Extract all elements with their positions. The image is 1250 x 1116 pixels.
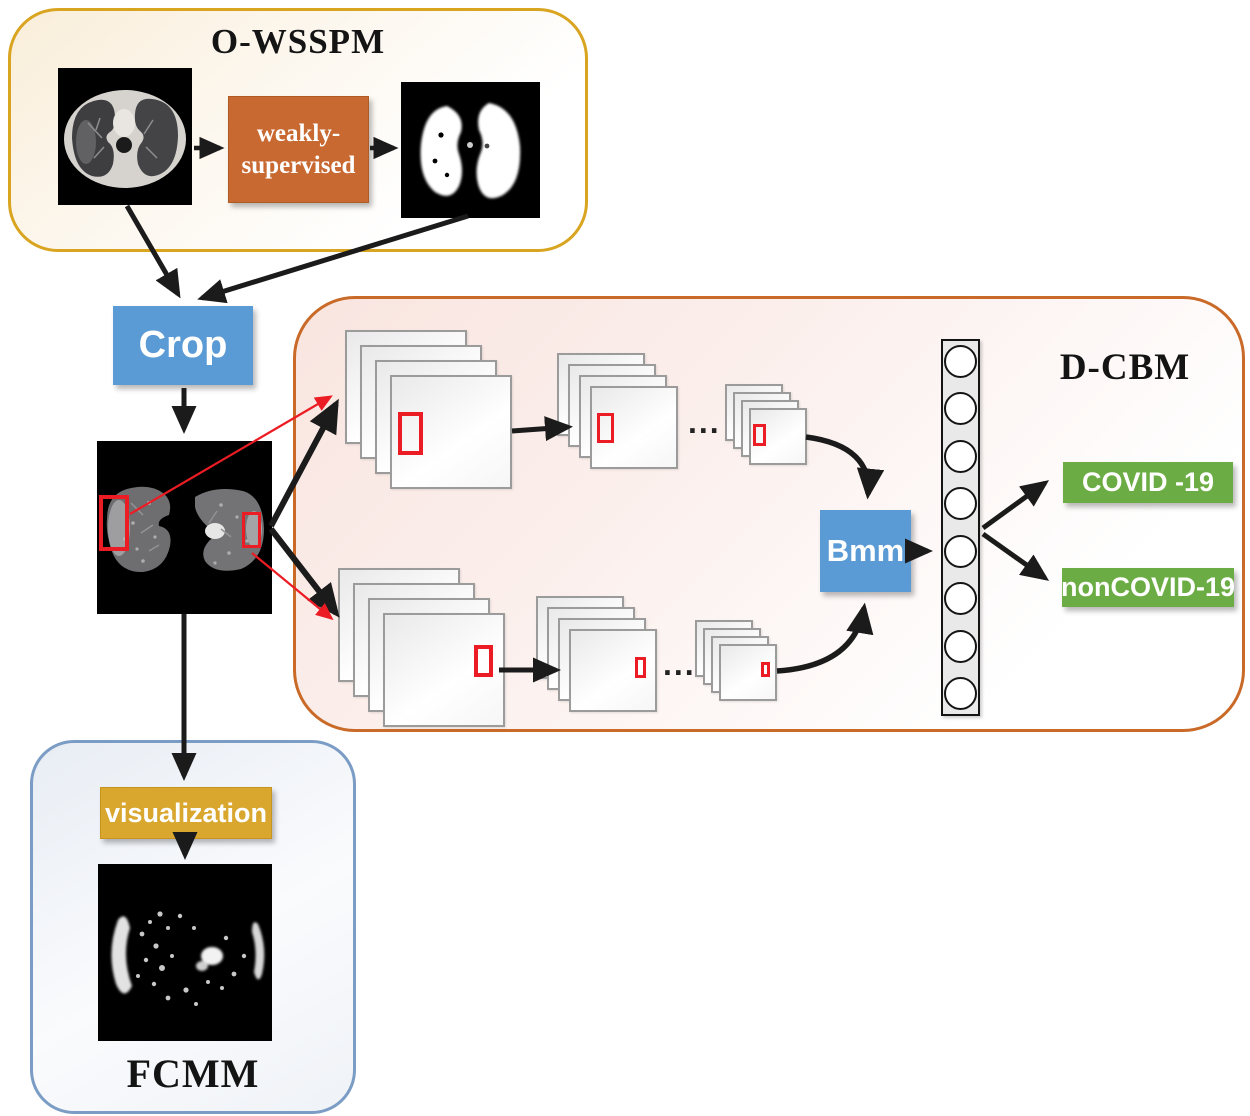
noncovid-output-box: nonCOVID-19 — [1061, 568, 1236, 607]
noncovid-label: nonCOVID-19 — [1061, 572, 1236, 602]
fc-neuron — [944, 534, 977, 568]
lung-mask-image — [401, 82, 540, 218]
fc-neuron — [944, 345, 977, 378]
attention-roi — [753, 424, 766, 446]
ellipsis-bottom: ... — [663, 646, 696, 682]
attention-roi — [597, 413, 614, 443]
lesion-roi-right — [242, 512, 261, 548]
owsspm-title: O-WSSPM — [210, 22, 386, 61]
weakly-supervised-line2: supervised — [241, 151, 356, 179]
feature-map-sheet — [569, 629, 657, 712]
fcmm-title: FCMM — [126, 1051, 260, 1096]
weakly-supervised-box: weakly- supervised — [228, 96, 369, 203]
feature-map-sheet — [383, 613, 505, 727]
attention-roi — [761, 662, 770, 677]
lesion-heatmap-image — [98, 864, 272, 1041]
crop-box: Crop — [113, 306, 253, 385]
chest-ct-scan-image — [58, 68, 192, 205]
covid-output-box: COVID -19 — [1063, 462, 1233, 503]
fc-neuron — [944, 582, 977, 616]
ellipsis-top: ... — [688, 404, 721, 440]
attention-roi — [474, 645, 493, 677]
fc-neuron — [944, 629, 977, 663]
visualization-label: visualization — [104, 797, 268, 828]
lesion-roi-left — [99, 495, 129, 551]
fc-layer — [941, 339, 980, 716]
attention-roi — [398, 412, 423, 455]
attention-roi — [635, 657, 646, 678]
bmm-box: Bmm — [820, 510, 911, 592]
covid-label: COVID -19 — [1081, 467, 1215, 497]
fc-neuron — [944, 676, 977, 710]
bmm-label: Bmm — [826, 533, 905, 568]
feature-map-sheet — [390, 375, 512, 489]
fc-neuron — [944, 487, 977, 521]
feature-map-sheet — [749, 408, 807, 465]
visualization-box: visualization — [100, 787, 272, 839]
fc-neuron — [944, 439, 977, 473]
dcbm-title: D-CBM — [1059, 347, 1191, 388]
feature-map-sheet — [590, 386, 678, 469]
weakly-supervised-line1: weakly- — [256, 120, 341, 148]
fc-neuron — [944, 392, 977, 426]
crop-label: Crop — [138, 324, 228, 366]
